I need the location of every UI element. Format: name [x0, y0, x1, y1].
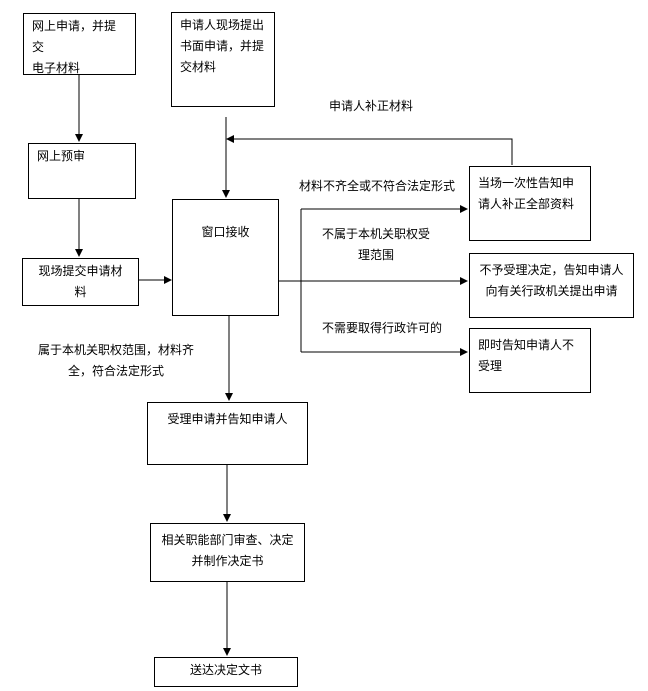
accept-notify-box: 受理申请并告知申请人: [147, 402, 308, 465]
window-receive-box: 窗口接收: [172, 199, 279, 316]
online-apply-box: 网上申请，并提交 电子材料: [23, 13, 136, 75]
onsite-submit-box: 申请人现场提出 书面申请，并提 交材料: [171, 12, 275, 107]
label-in-scope: 属于本机关职权范围，材料齐 全，符合法定形式: [38, 343, 195, 378]
dept-review-box: 相关职能部门审查、决定 并制作决定书: [150, 523, 305, 582]
label-incomplete: 材料不齐全或不符合法定形式: [299, 179, 456, 193]
onsite-materials-box: 现场提交申请材 料: [22, 258, 139, 306]
label-not-jurisdiction: 不属于本机关职权受 理范围: [322, 227, 431, 262]
online-precheck-box: 网上预审: [28, 143, 136, 199]
not-accept-box: 不予受理决定，告知申请人 向有关行政机关提出申请: [469, 253, 634, 318]
notify-not-accept-box: 即时告知申请人不 受理: [469, 328, 591, 393]
label-supplement: 申请人补正材料: [329, 99, 414, 113]
notify-supplement-box: 当场一次性告知申 请人补正全部资料: [469, 166, 591, 241]
deliver-box: 送达决定文书: [154, 657, 298, 687]
arrow-supplement-loop: [226, 135, 513, 165]
label-no-permit: 不需要取得行政许可的: [322, 321, 443, 335]
